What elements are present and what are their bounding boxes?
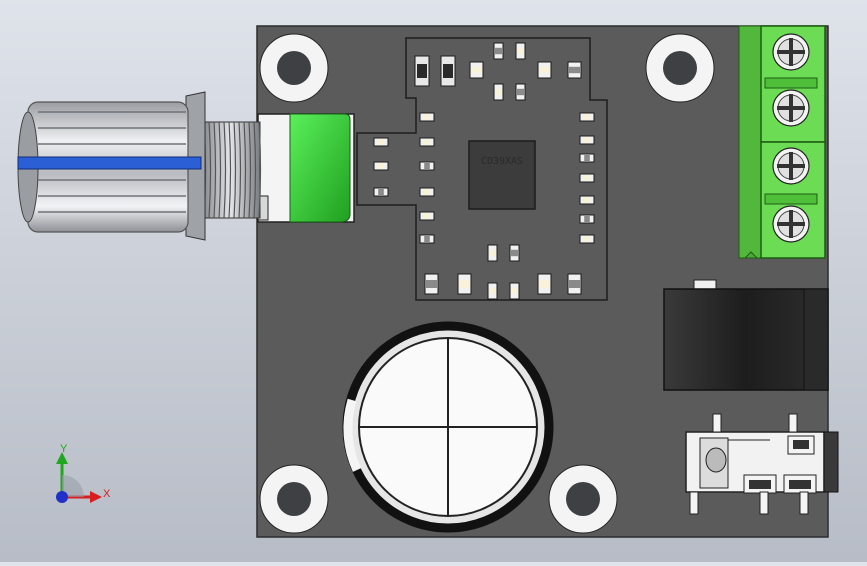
terminal-screw <box>772 89 810 127</box>
terminal-screw <box>772 205 810 243</box>
smd-part <box>373 137 389 147</box>
electrolytic-capacitor <box>342 321 554 533</box>
axis-origin <box>56 491 68 503</box>
smd-part <box>537 61 552 79</box>
smd-part <box>537 273 552 295</box>
thread-line <box>233 121 237 219</box>
pot-threaded-shaft <box>199 121 262 219</box>
smd-part <box>579 195 595 205</box>
smd-part <box>567 273 582 295</box>
thread-line <box>228 121 232 219</box>
ic-marking-text: CD39XAS <box>481 156 523 167</box>
mounting-hole-top-right <box>645 33 715 103</box>
thread-line <box>243 121 247 219</box>
smd-part <box>419 112 435 122</box>
smd-part <box>567 61 582 79</box>
smd-part <box>373 187 389 197</box>
smd-part <box>419 161 435 171</box>
mounting-hole-bottom-left <box>259 464 329 534</box>
smd-part <box>487 282 498 300</box>
smd-part <box>469 61 484 79</box>
smd-transistor-right <box>440 55 456 87</box>
dc-power-jack <box>663 279 829 391</box>
smd-part <box>487 244 498 262</box>
screw-terminal-block <box>738 25 826 259</box>
axis-triad: Y X <box>56 443 111 503</box>
smd-part <box>424 273 439 295</box>
thread-line <box>253 121 257 219</box>
smd-part <box>579 135 595 145</box>
mounting-hole-top-left <box>259 33 329 103</box>
smd-part <box>579 173 595 183</box>
terminal-screw <box>772 147 810 185</box>
smd-part <box>579 234 595 244</box>
potentiometer <box>257 113 355 223</box>
smd-components <box>373 42 595 300</box>
knob-indicator-stripe <box>17 156 202 170</box>
thread-line <box>223 121 227 219</box>
smd-part <box>579 112 595 122</box>
thread-line <box>258 121 262 219</box>
smd-part <box>457 273 472 295</box>
smd-part <box>493 42 504 60</box>
audio-jack <box>685 413 839 515</box>
thread-line <box>218 121 222 219</box>
smd-part <box>419 137 435 147</box>
smd-part <box>419 234 435 244</box>
smd-part <box>579 153 595 163</box>
smd-transistor-left <box>414 55 430 87</box>
axis-y-label: Y <box>60 443 68 455</box>
axis-x-label: X <box>103 488 111 500</box>
smd-part <box>419 187 435 197</box>
silkscreen-outline <box>356 37 608 301</box>
smd-part <box>515 83 526 101</box>
smd-part <box>509 282 520 300</box>
thread-line <box>208 121 212 219</box>
smd-part <box>579 214 595 224</box>
thread-line <box>238 121 242 219</box>
amplifier-ic: CD39XAS <box>468 140 536 210</box>
thread-line <box>248 121 252 219</box>
mounting-hole-bottom-right <box>548 464 618 534</box>
thread-line <box>213 121 217 219</box>
smd-part <box>509 244 520 262</box>
smd-part <box>373 161 389 171</box>
terminal-screw <box>772 33 810 71</box>
volume-knob[interactable] <box>17 91 206 241</box>
smd-part <box>493 83 504 101</box>
smd-part <box>419 211 435 221</box>
smd-part <box>515 42 526 60</box>
